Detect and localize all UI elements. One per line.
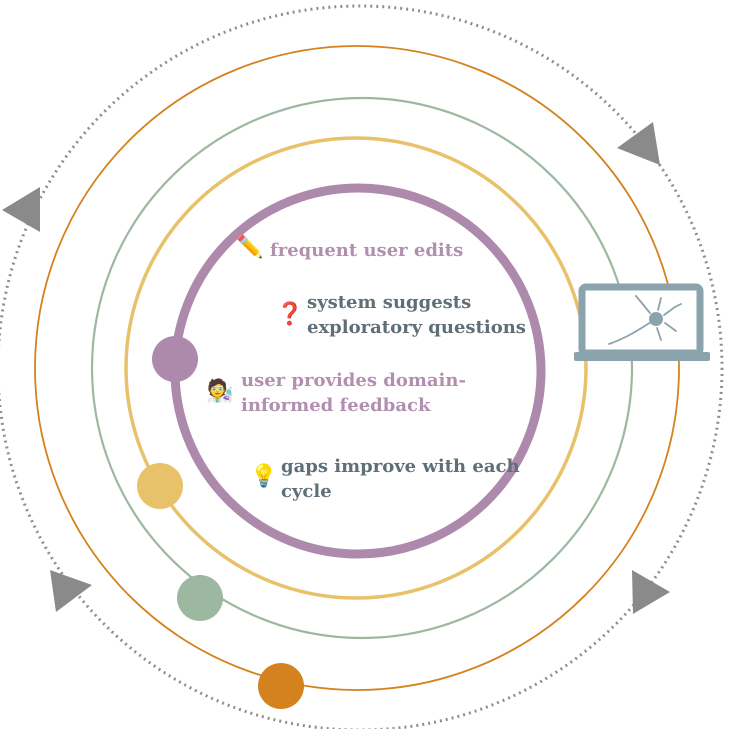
cycle-arrow-bottom-right (632, 570, 670, 614)
question-mark-icon: ❓ (276, 301, 304, 327)
label-line: exploratory questions (307, 317, 526, 338)
scientist-icon: 🧑‍🔬 (206, 379, 234, 404)
cycle-arrow-top-left (2, 187, 40, 232)
label-line: system suggests (307, 292, 472, 313)
lightbulb-icon: 💡 (250, 464, 278, 489)
cycle-arrow-top-right (617, 122, 660, 165)
green-ring (90, 96, 634, 640)
label-line: informed feedback (241, 395, 431, 416)
orange-marker (258, 663, 304, 709)
yellow-marker (137, 463, 183, 509)
pencil-icon: ✏️ (236, 235, 264, 260)
purple-marker (152, 336, 198, 382)
laptop-neuron-icon (574, 283, 710, 361)
label-user-feedback: user provides domain- informed feedback (241, 368, 466, 418)
yellow-ring (124, 136, 588, 600)
label-gaps-improve: gaps improve with each cycle (281, 454, 520, 504)
outer-dotted-cycle (0, 4, 724, 729)
label-line: cycle (281, 481, 332, 502)
label-line: gaps improve with each (281, 456, 520, 477)
label-frequent-user-edits: frequent user edits (270, 238, 463, 263)
label-line: frequent user edits (270, 240, 464, 261)
label-line: user provides domain- (241, 370, 466, 391)
green-marker (177, 575, 223, 621)
label-system-suggests: system suggests exploratory questions (307, 290, 526, 340)
orange-ring (34, 45, 680, 691)
cycle-arrow-bottom-left (50, 570, 92, 612)
